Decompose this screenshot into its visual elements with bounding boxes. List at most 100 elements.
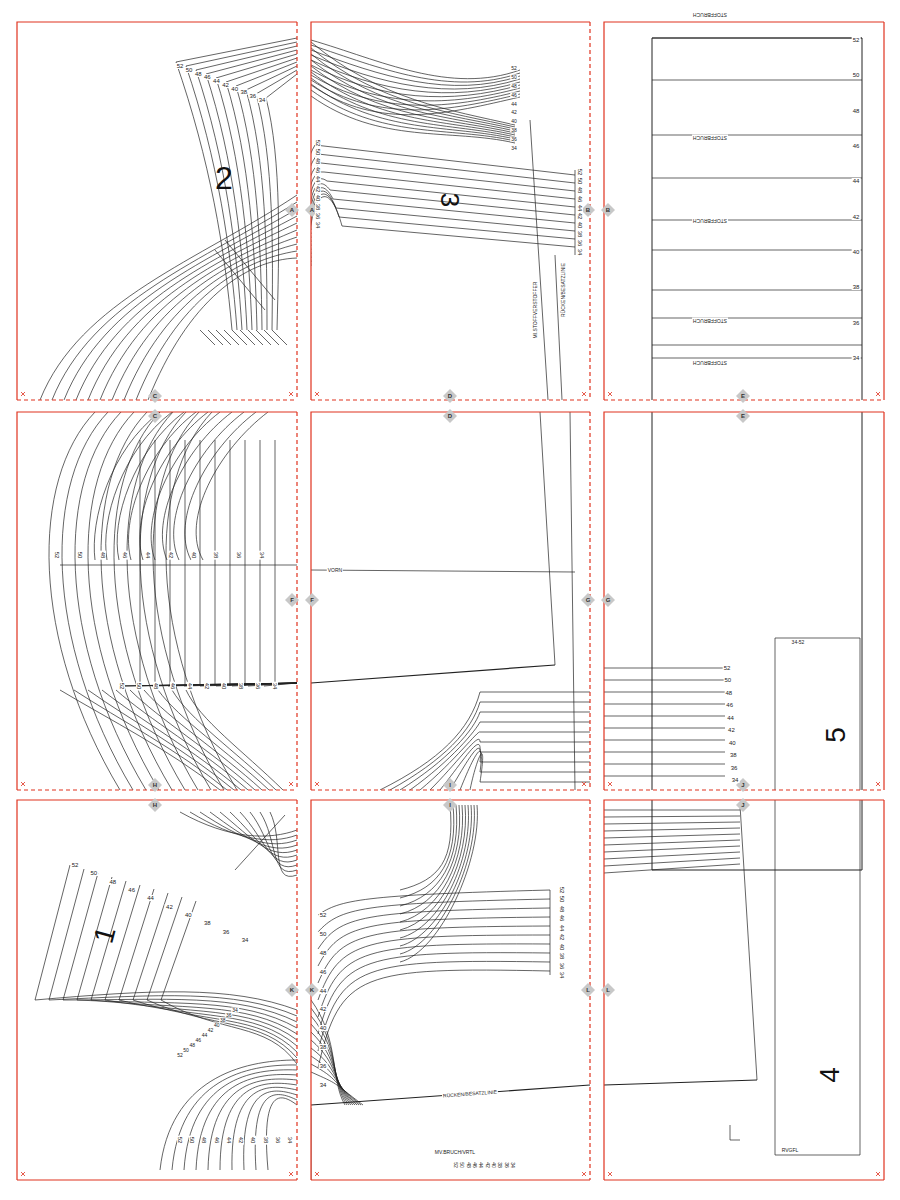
- size-number: 52: [176, 63, 185, 69]
- registration-diamond: B: [581, 203, 595, 217]
- tile-border: [604, 1179, 884, 1180]
- size-number: 48: [852, 108, 861, 114]
- diamond-fill: [285, 203, 299, 217]
- registration-diamond: H: [148, 778, 162, 792]
- registration-diamond: E: [736, 409, 750, 423]
- pattern-line: [311, 42, 515, 125]
- registration-diamond: L: [581, 983, 595, 997]
- size-number: 46: [203, 74, 212, 80]
- pattern-line: [147, 897, 182, 1000]
- pattern-line: [470, 754, 590, 790]
- size-number: 42: [207, 1028, 215, 1033]
- pattern-line: [52, 202, 297, 400]
- piece-note: VORN: [327, 568, 343, 573]
- size-number: 38: [577, 230, 583, 239]
- marker-letter: G: [601, 593, 615, 607]
- size-number: 52: [177, 1136, 183, 1145]
- size-number: 36: [255, 682, 261, 691]
- pattern-line: [270, 812, 297, 876]
- corner-mark: [21, 782, 25, 786]
- size-number: 40: [184, 912, 193, 918]
- corner-mark: [876, 782, 880, 786]
- registration-diamond: B: [601, 203, 615, 217]
- pattern-line: [400, 805, 477, 962]
- size-number: 50: [189, 1136, 195, 1145]
- pattern-line: [311, 72, 515, 135]
- pattern-line: [550, 890, 551, 975]
- size-number: 52: [559, 886, 565, 895]
- pattern-line: [570, 412, 575, 790]
- registration-diamond: C: [148, 389, 162, 403]
- size-number: 40: [191, 551, 197, 560]
- size-number: 36: [236, 551, 242, 560]
- pattern-line: [162, 412, 232, 560]
- size-number: 36: [852, 320, 861, 326]
- size-number: 52: [119, 682, 125, 691]
- size-number: 44: [559, 923, 565, 932]
- pattern-line: [604, 728, 725, 729]
- pattern-line: [604, 1080, 757, 1085]
- piece-note: RVGFL: [781, 1148, 800, 1153]
- registration-diamond: D: [443, 389, 457, 403]
- size-number: 36: [315, 212, 321, 221]
- diamond-fill: [148, 409, 162, 423]
- pattern-line: [604, 680, 725, 681]
- diamond-fill: [148, 778, 162, 792]
- pattern-line: [575, 170, 576, 255]
- pattern-line: [260, 440, 261, 686]
- size-number: 38: [729, 752, 738, 758]
- size-number: 48: [510, 83, 518, 88]
- size-number: 34: [315, 221, 321, 230]
- size-number: 36: [559, 961, 565, 970]
- marker-letter: K: [305, 983, 319, 997]
- tile-border: [311, 22, 590, 400]
- diamond-fill: [736, 798, 750, 812]
- pattern-line: [246, 66, 297, 330]
- pattern-line: [272, 330, 287, 345]
- pattern-line: [185, 440, 186, 686]
- size-number: 46: [725, 702, 734, 708]
- pattern-line: [266, 1098, 297, 1170]
- size-number: 40: [250, 1136, 256, 1145]
- pattern-line: [100, 230, 297, 400]
- pattern-line: [240, 330, 255, 345]
- marker-letter: B: [601, 203, 615, 217]
- pattern-line: [240, 812, 297, 862]
- tile-border: [604, 412, 884, 790]
- diamond-fill: [736, 409, 750, 423]
- tile-border: [17, 1179, 297, 1180]
- pattern-line: [127, 412, 198, 790]
- piece-note: MV.BRUCH/VRTL: [434, 1150, 476, 1155]
- pattern-line: [318, 953, 550, 1034]
- pattern-line: [318, 154, 575, 183]
- pattern-line: [49, 869, 84, 1000]
- marker-letter: H: [148, 798, 162, 812]
- pattern-line: [49, 412, 120, 790]
- size-number: 36: [225, 1013, 233, 1018]
- size-number: 44: [226, 1136, 232, 1145]
- pattern-line: [730, 1125, 740, 1140]
- size-number: 40: [230, 86, 239, 92]
- diamond-fill: [581, 203, 595, 217]
- corner-mark: [608, 1172, 612, 1176]
- size-number: 34: [272, 682, 278, 691]
- size-number: 38: [319, 1044, 328, 1050]
- pattern-line: [604, 740, 725, 741]
- size-number: 38: [852, 284, 861, 290]
- pattern-line: [604, 828, 740, 831]
- pattern-line: [124, 244, 297, 400]
- size-number: 34: [259, 551, 265, 560]
- corner-mark: [876, 392, 880, 396]
- size-number: 40: [728, 740, 737, 746]
- pattern-line: [652, 38, 862, 39]
- pattern-line: [318, 944, 550, 1017]
- pattern-line: [112, 237, 297, 400]
- pattern-line: [224, 330, 239, 345]
- pattern-line: [321, 163, 575, 191]
- pattern-line: [232, 1087, 297, 1170]
- size-number: 38: [497, 1161, 502, 1169]
- size-number: 50: [77, 551, 83, 560]
- pattern-line: [184, 1070, 297, 1170]
- size-number: 48: [559, 905, 565, 914]
